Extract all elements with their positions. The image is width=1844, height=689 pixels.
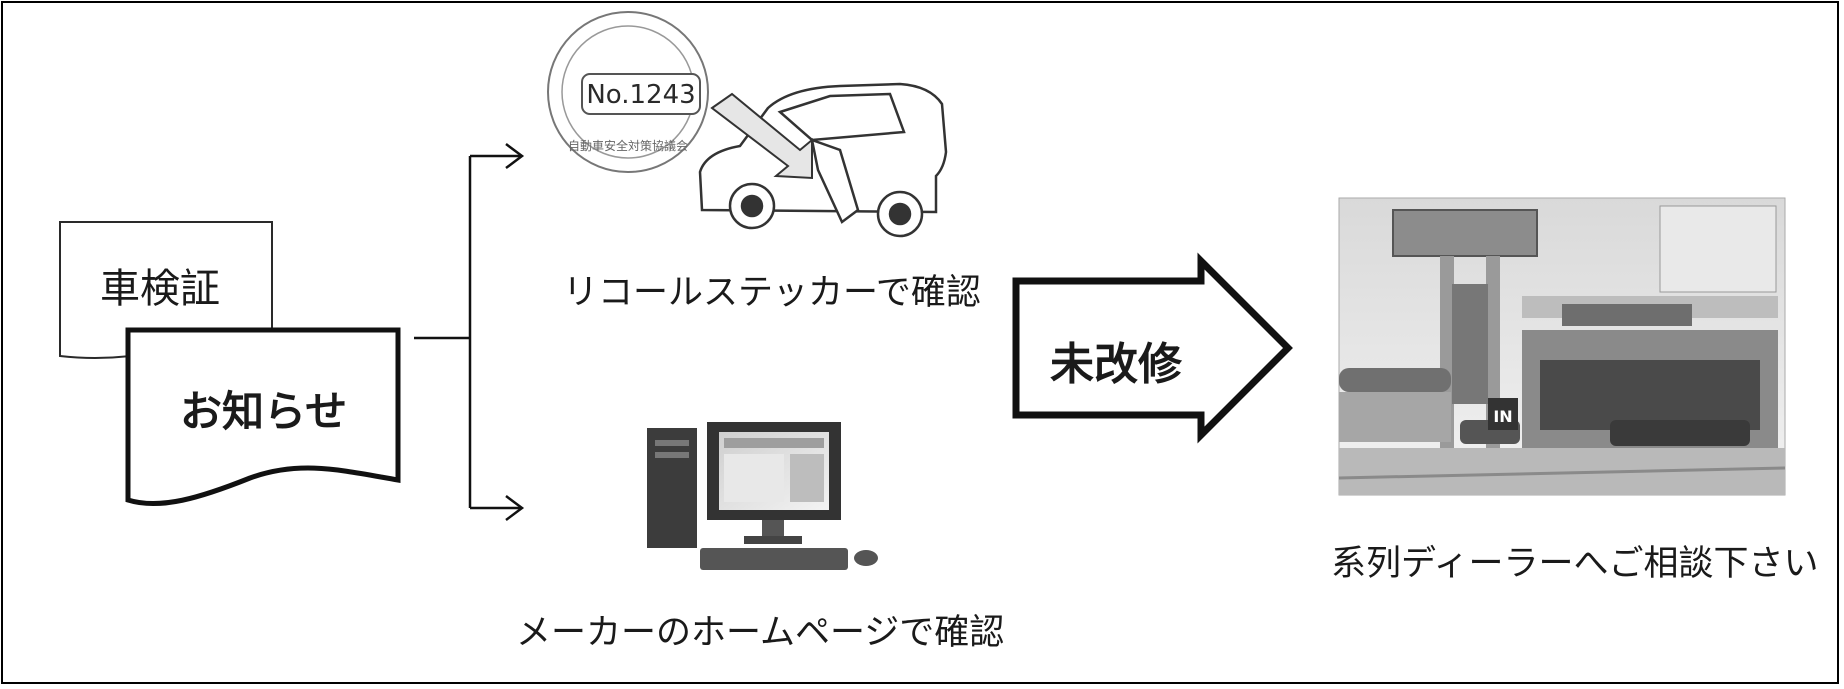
branch-connector (414, 154, 520, 510)
arrow-to-website (505, 495, 525, 521)
sticker-check-caption: リコールステッカーで確認 (563, 273, 981, 313)
dealer-sign-text: IN (1493, 407, 1512, 426)
unrepaired-arrow (1012, 252, 1293, 444)
sticker-pointer-icon (710, 92, 813, 180)
recall-sticker-icon (547, 11, 709, 173)
website-check-caption: メーカーのホームページで確認 (516, 613, 1005, 653)
notice-document (125, 327, 401, 507)
dealership-photo (1338, 197, 1786, 496)
arrow-to-sticker (505, 143, 525, 169)
sticker-number: No.1243 (586, 80, 695, 110)
notice-label: お知らせ (180, 387, 348, 436)
desktop-computer-icon (647, 422, 878, 570)
registration-document-label: 車検証 (100, 266, 220, 312)
unrepaired-label: 未改修 (1050, 339, 1182, 390)
sticker-ring-text: 自動車安全対策協議会 (568, 138, 688, 153)
car-illustration-icon (698, 82, 948, 238)
dealer-consult-caption: 系列ディーラーへご相談下さい (1331, 544, 1819, 584)
